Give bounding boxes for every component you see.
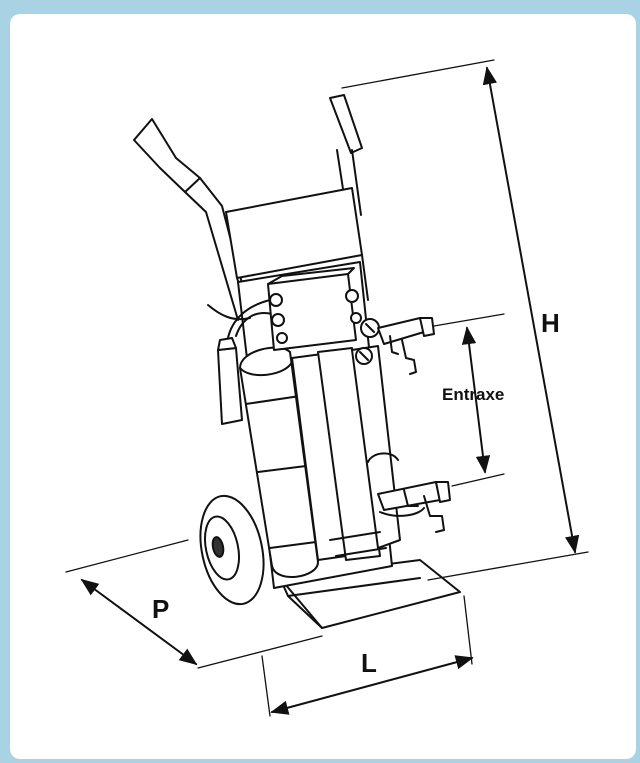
side-canister: [207, 299, 273, 425]
height-arrow: [482, 66, 580, 554]
pressure-gauges: [355, 318, 380, 365]
manifold-block: [267, 267, 362, 351]
width-label: L: [361, 648, 377, 678]
height-label: H: [541, 308, 560, 338]
main-cylinder: [239, 346, 319, 579]
depth-arrow: [80, 578, 198, 666]
center-distance-arrow: [461, 326, 491, 474]
upper-valve: [377, 317, 435, 375]
lower-valve: [377, 481, 451, 533]
center-distance-label: Entraxe: [442, 385, 504, 404]
depth-label: P: [152, 594, 169, 624]
wheel: [199, 494, 265, 606]
dimension-arrows: [80, 66, 580, 715]
width-arrow: [270, 655, 474, 715]
